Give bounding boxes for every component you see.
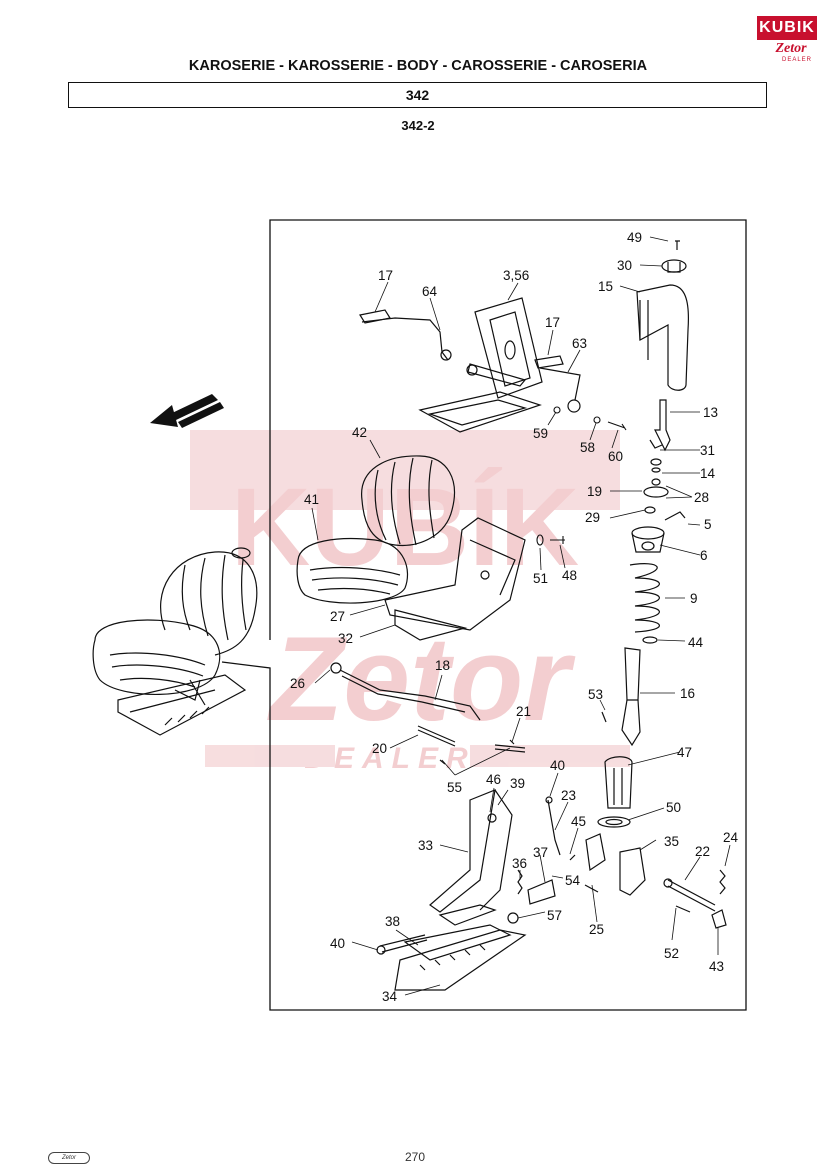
watermark: KUBÍK Zetor DEALER	[190, 430, 630, 775]
label-44: 44	[688, 635, 704, 650]
label-21: 21	[516, 704, 531, 719]
diagram-frame	[221, 219, 747, 1011]
seat-cushion	[296, 538, 409, 604]
label-9: 9	[690, 591, 698, 606]
label-57: 57	[547, 908, 562, 923]
label-33: 33	[418, 838, 433, 853]
label-14: 14	[700, 466, 716, 481]
page-title: KAROSERIE - KAROSSERIE - BODY - CAROSSER…	[188, 58, 648, 74]
label-40-bottom: 40	[330, 936, 345, 951]
label-17-right: 17	[545, 315, 560, 330]
label-46: 46	[486, 772, 501, 787]
label-50: 50	[666, 800, 681, 815]
label-40-top: 40	[550, 758, 565, 773]
label-39: 39	[510, 776, 525, 791]
label-54: 54	[565, 873, 581, 888]
label-30: 30	[617, 258, 632, 273]
backrest-cushion	[361, 455, 456, 547]
label-42: 42	[352, 425, 367, 440]
logo-kubik-text: KUBIK	[757, 16, 817, 40]
label-47: 47	[677, 745, 692, 760]
label-5: 5	[704, 517, 712, 532]
label-36: 36	[512, 856, 527, 871]
label-64: 64	[422, 284, 438, 299]
label-34: 34	[382, 989, 398, 1004]
watermark-brand-text: Zetor	[267, 612, 576, 746]
label-24: 24	[723, 830, 739, 845]
label-38: 38	[385, 914, 400, 929]
label-22: 22	[695, 844, 710, 859]
footer-logo: Zetor	[48, 1152, 90, 1164]
label-20: 20	[372, 741, 387, 756]
seat-overview-drawing	[92, 547, 258, 736]
label-13: 13	[703, 405, 718, 420]
label-43: 43	[709, 959, 724, 974]
label-32: 32	[338, 631, 353, 646]
label-48: 48	[562, 568, 577, 583]
direction-arrow-icon	[150, 394, 224, 428]
suspension-cover	[636, 240, 690, 391]
label-3-56: 3,56	[503, 268, 529, 283]
label-15: 15	[598, 279, 613, 294]
label-26: 26	[290, 676, 305, 691]
label-53: 53	[588, 687, 603, 702]
seat-pan	[384, 517, 526, 641]
adjusting-tube	[330, 662, 526, 765]
leader-lines	[311, 236, 731, 996]
label-17-left: 17	[378, 268, 393, 283]
page-number: 270	[404, 1150, 426, 1164]
label-19: 19	[587, 484, 602, 499]
label-28: 28	[694, 490, 709, 505]
label-23: 23	[561, 788, 576, 803]
label-16: 16	[680, 686, 695, 701]
lower-assembly	[376, 789, 727, 991]
label-29: 29	[585, 510, 600, 525]
label-59: 59	[533, 426, 548, 441]
logo-dealer-text: DEALER	[781, 57, 812, 63]
label-31: 31	[700, 443, 715, 458]
label-27: 27	[330, 609, 345, 624]
label-60: 60	[608, 449, 623, 464]
label-41: 41	[304, 492, 319, 507]
section-number: 342	[68, 82, 767, 108]
label-63: 63	[572, 336, 587, 351]
label-18: 18	[435, 658, 450, 673]
part-labels: 49 30 15 17 64 3,56 17 63 13 59 58 60 31…	[290, 230, 739, 1004]
dealer-logo: KUBIK Zetor DEALER	[757, 16, 817, 66]
label-58: 58	[580, 440, 595, 455]
subsection-number: 342-2	[401, 118, 435, 133]
right-lever	[534, 355, 581, 413]
label-37: 37	[533, 845, 548, 860]
label-51: 51	[533, 571, 548, 586]
label-25: 25	[589, 922, 604, 937]
seat-frame	[418, 297, 543, 433]
label-45: 45	[571, 814, 586, 829]
suspension-assembly	[601, 399, 686, 747]
watermark-main-text: KUBÍK	[231, 466, 579, 589]
fasteners	[536, 406, 627, 546]
left-bracket	[359, 309, 452, 361]
label-52: 52	[664, 946, 679, 961]
logo-zetor-text: Zetor	[775, 41, 807, 56]
label-35: 35	[664, 834, 679, 849]
rubber-boot	[597, 756, 633, 828]
label-49: 49	[627, 230, 642, 245]
label-55: 55	[447, 780, 462, 795]
label-6: 6	[700, 548, 708, 563]
